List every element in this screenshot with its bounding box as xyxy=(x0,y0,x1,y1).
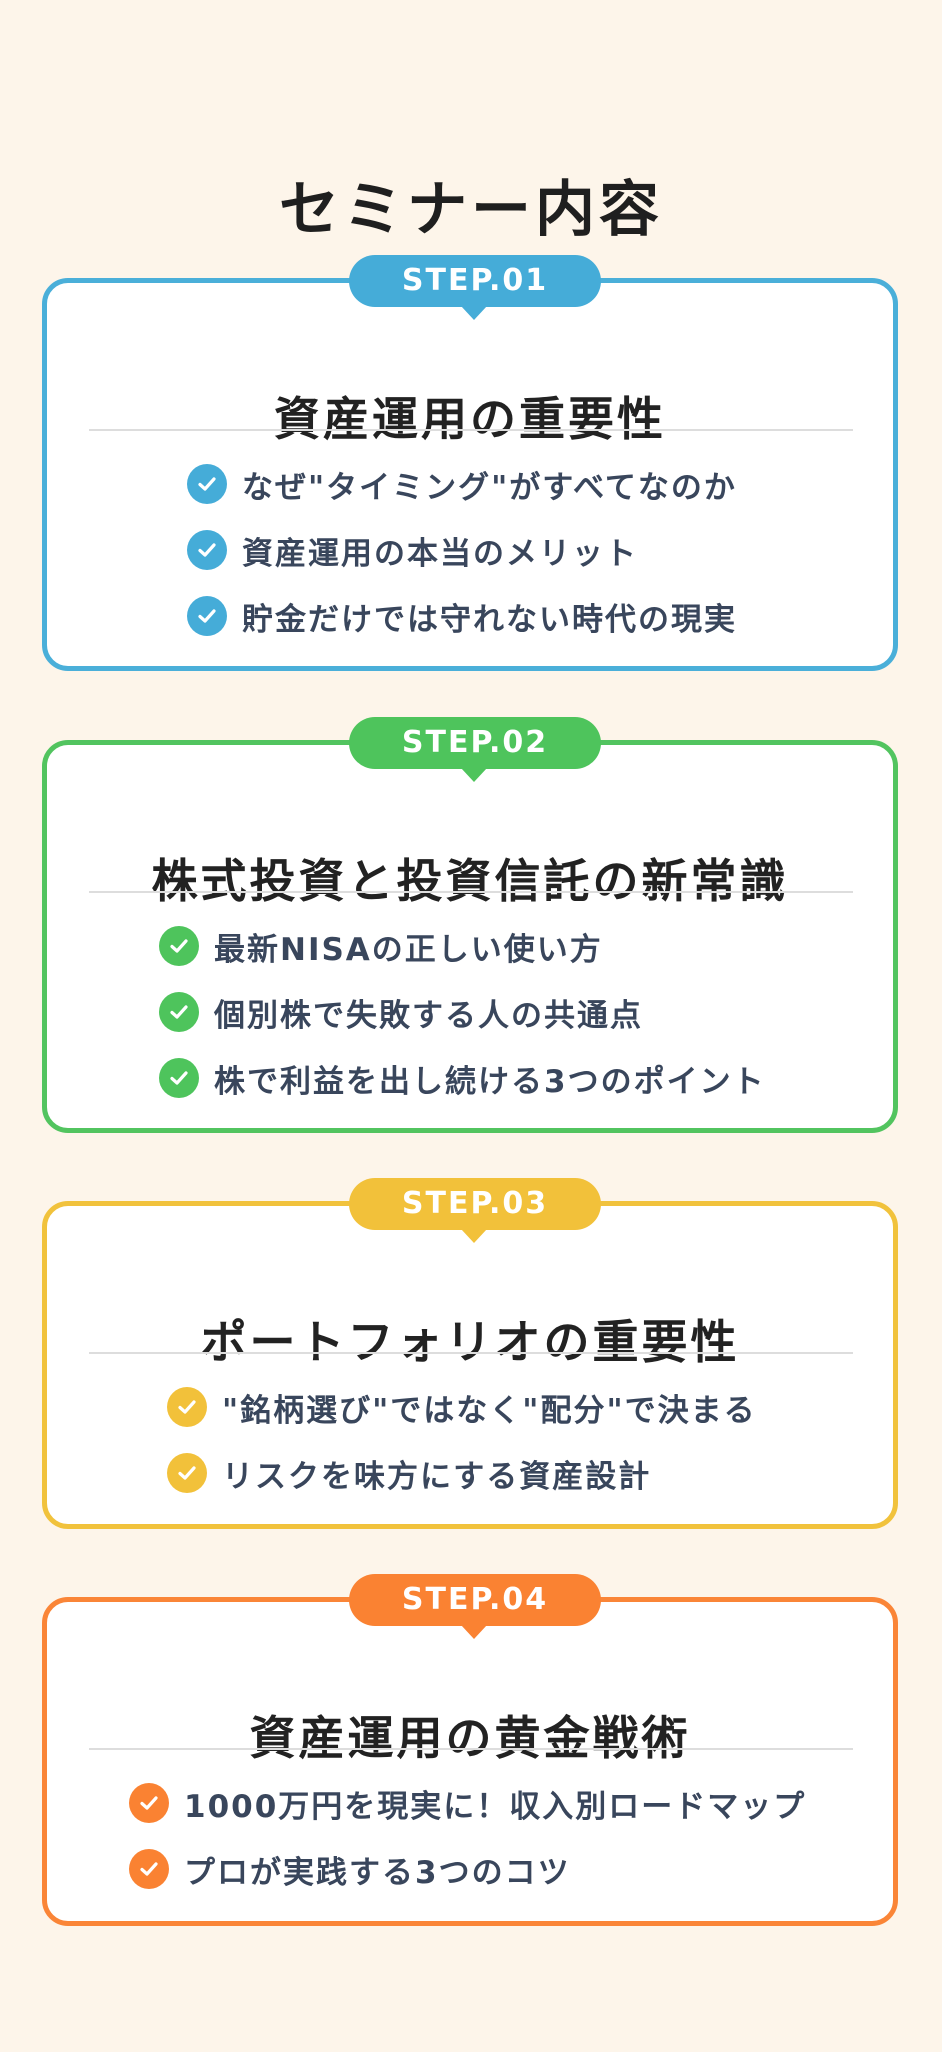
step-card-1: STEP.01 資産運用の重要性 なぜ"タイミング"がすべてなのか 資産運用の本… xyxy=(42,255,898,671)
list-item: 株で利益を出し続ける3つのポイント xyxy=(47,1045,893,1111)
step-heading: 資産運用の黄金戦術 xyxy=(249,1711,691,1766)
list-item: 1000万円を現実に！収入別ロードマップ xyxy=(47,1770,893,1836)
list-item-label: 株で利益を出し続ける3つのポイント xyxy=(214,1063,766,1100)
check-circle-icon xyxy=(167,1453,207,1493)
list-item: 個別株で失敗する人の共通点 xyxy=(47,979,893,1045)
list-item-label: "銘柄選び"ではなく"配分"で決まる xyxy=(222,1392,757,1429)
check-circle-icon xyxy=(187,596,227,636)
step-badge: STEP.03 xyxy=(349,1178,601,1243)
step-heading: 資産運用の重要性 xyxy=(274,392,666,447)
step-badge-label: STEP.01 xyxy=(401,263,549,298)
step-card-4: STEP.04 資産運用の黄金戦術 1000万円を現実に！収入別ロードマップ プ… xyxy=(42,1574,898,1926)
step-card-2: STEP.02 株式投資と投資信託の新常識 最新NISAの正しい使い方 個別株で… xyxy=(42,717,898,1133)
step-heading: ポートフォリオの重要性 xyxy=(200,1315,740,1370)
check-circle-icon xyxy=(167,1387,207,1427)
list-item-label: 1000万円を現実に！収入別ロードマップ xyxy=(184,1788,807,1825)
list-item-label: 個別株で失敗する人の共通点 xyxy=(214,997,643,1034)
step-badge: STEP.01 xyxy=(349,255,601,320)
list-item: 最新NISAの正しい使い方 xyxy=(47,913,893,979)
step-badge-label: STEP.03 xyxy=(401,1186,549,1221)
step-badge-label: STEP.02 xyxy=(401,725,549,760)
divider xyxy=(89,429,853,431)
list-item: 貯金だけでは守れない時代の現実 xyxy=(47,583,893,649)
page-title: セミナー内容 xyxy=(279,175,663,246)
list-item-label: 貯金だけでは守れない時代の現実 xyxy=(242,601,737,638)
check-circle-icon xyxy=(129,1849,169,1889)
divider xyxy=(89,1748,853,1750)
list-item: 資産運用の本当のメリット xyxy=(47,517,893,583)
list-item: なぜ"タイミング"がすべてなのか xyxy=(47,451,893,517)
list-item-label: リスクを味方にする資産設計 xyxy=(222,1458,652,1495)
badge-pointer xyxy=(461,306,487,320)
badge-pointer xyxy=(461,1625,487,1639)
list-item: "銘柄選び"ではなく"配分"で決まる xyxy=(47,1374,893,1440)
step-badge: STEP.02 xyxy=(349,717,601,782)
list-item-label: 資産運用の本当のメリット xyxy=(242,535,638,572)
list-item: プロが実践する3つのコツ xyxy=(47,1836,893,1902)
divider xyxy=(89,891,853,893)
step-heading: 株式投資と投資信託の新常識 xyxy=(151,854,789,909)
check-circle-icon xyxy=(159,926,199,966)
badge-pointer xyxy=(461,768,487,782)
check-circle-icon xyxy=(187,464,227,504)
step-badge-label: STEP.04 xyxy=(401,1582,549,1617)
step-item-list: 最新NISAの正しい使い方 個別株で失敗する人の共通点 株で利益を出し続ける3つ… xyxy=(47,913,893,1111)
divider xyxy=(89,1352,853,1354)
step-item-list: なぜ"タイミング"がすべてなのか 資産運用の本当のメリット 貯金だけでは守れない… xyxy=(47,451,893,649)
badge-pointer xyxy=(461,1229,487,1243)
check-circle-icon xyxy=(129,1783,169,1823)
step-badge: STEP.04 xyxy=(349,1574,601,1639)
list-item-label: 最新NISAの正しい使い方 xyxy=(214,931,603,968)
check-circle-icon xyxy=(159,1058,199,1098)
step-card-3: STEP.03 ポートフォリオの重要性 "銘柄選び"ではなく"配分"で決まる リ… xyxy=(42,1178,898,1529)
list-item-label: なぜ"タイミング"がすべてなのか xyxy=(242,469,737,506)
check-circle-icon xyxy=(187,530,227,570)
list-item: リスクを味方にする資産設計 xyxy=(47,1440,893,1506)
list-item-label: プロが実践する3つのコツ xyxy=(184,1854,571,1891)
step-item-list: 1000万円を現実に！収入別ロードマップ プロが実践する3つのコツ xyxy=(47,1770,893,1902)
check-circle-icon xyxy=(159,992,199,1032)
step-item-list: "銘柄選び"ではなく"配分"で決まる リスクを味方にする資産設計 xyxy=(47,1374,893,1506)
